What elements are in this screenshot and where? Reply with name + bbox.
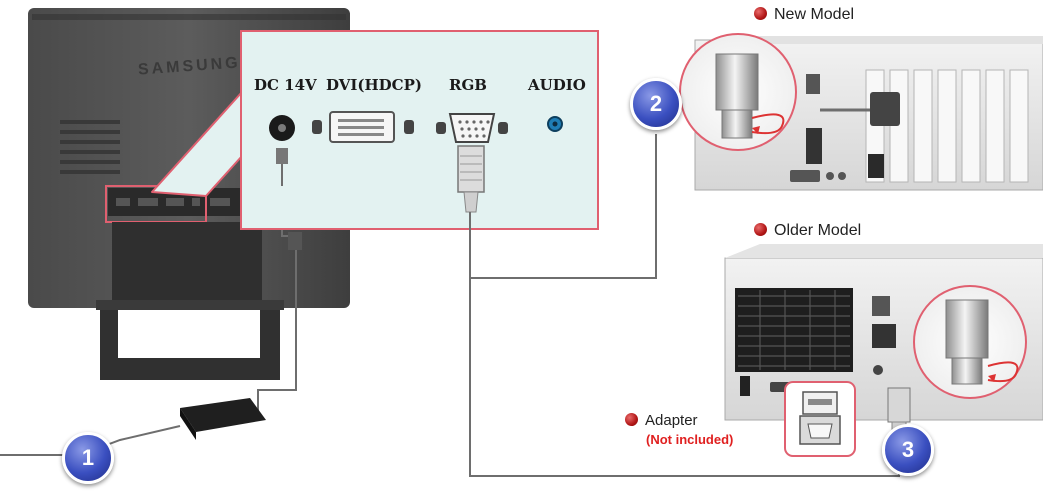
new-model-label: New Model [754, 6, 854, 24]
older-pc-lever [740, 376, 750, 396]
adapter-note: (Not included) [646, 432, 734, 447]
zoom-rotate-arrowhead [752, 126, 760, 134]
new-model-text: New Model [774, 6, 855, 23]
older-zoom-plug-body [945, 299, 989, 359]
new-model-bullet-icon [754, 7, 767, 20]
dvi-screw-left [312, 120, 322, 134]
port-label-dvi: DVI(HDCP) [326, 76, 422, 94]
monitor-stand-neck [112, 222, 262, 304]
monitor-stand-base [100, 300, 280, 380]
older-model-bullet-icon [754, 223, 767, 236]
rgb-plug [457, 145, 485, 193]
dvi-screw-right [404, 120, 414, 134]
rgb-cable-to-new-model [469, 134, 657, 279]
step-badge-1: 1 [62, 432, 114, 484]
older-pc-fan-grille [735, 288, 853, 372]
monitor-stand-top [96, 300, 284, 310]
port-panel [240, 30, 599, 230]
step-badge-3: 3 [882, 424, 934, 476]
older-pc-switch [872, 296, 890, 316]
zoom-plug-screw [721, 109, 753, 139]
older-pc-top [725, 244, 1043, 258]
port-label-dc: DC 14V [254, 76, 317, 94]
rgb-screw-right [498, 122, 508, 134]
new-pc-bottom-ports [790, 170, 846, 182]
older-model-pc [724, 244, 1043, 476]
dc-plug [276, 148, 288, 164]
older-model-label: Older Model [754, 222, 861, 240]
adapter-vga-connector [807, 423, 833, 439]
older-pc-grille-lines [738, 290, 850, 370]
dc-jack-pin [278, 124, 286, 132]
power-adapter-brick [180, 398, 266, 432]
monitor-port-holes [116, 198, 230, 206]
older-pc-attached-adapter [887, 387, 911, 423]
older-zoom-rotate-arrow [987, 361, 1019, 383]
older-zoom-plug-screw [951, 357, 983, 385]
port-label-rgb: RGB [449, 76, 487, 94]
rgb-screw-left [436, 122, 446, 134]
older-pc-jack [873, 365, 883, 375]
new-pc-switch [806, 74, 820, 94]
dc-cable-clip [288, 232, 302, 250]
older-pc-power-socket [872, 324, 896, 348]
rgb-port [448, 113, 496, 143]
older-model-text: Older Model [774, 222, 862, 239]
adapter-bullet-icon [625, 413, 638, 426]
new-pc-rgb-port [870, 92, 900, 126]
monitor-top-edge [32, 14, 346, 20]
rgb-pins [458, 120, 490, 138]
new-pc-small-port [868, 154, 884, 178]
power-connection [0, 160, 302, 456]
rgb-plug-strain-relief [463, 191, 479, 213]
adapter-text: Adapter [645, 412, 698, 429]
rgb-cable-to-older-model [469, 278, 900, 477]
zoom-plug-body [715, 53, 759, 111]
adapter-top-pins [808, 399, 832, 405]
adapter-label: Adapter [625, 412, 698, 429]
zoom-rotate-arrow [751, 113, 785, 135]
new-pc-top-lip [740, 36, 1043, 44]
monitor-vents [60, 120, 120, 174]
power-adapter-side [180, 408, 196, 440]
new-model-pc [679, 33, 1043, 191]
audio-jack-hole [552, 121, 558, 127]
port-callout [151, 30, 599, 230]
port-label-audio: AUDIO [528, 76, 586, 94]
new-pc-port-column [806, 128, 822, 164]
step-badge-2: 2 [630, 78, 682, 130]
dvi-pins [338, 119, 384, 136]
older-zoom-rotate-arrowhead [988, 374, 996, 382]
rgb-plug-ribs [460, 155, 482, 181]
